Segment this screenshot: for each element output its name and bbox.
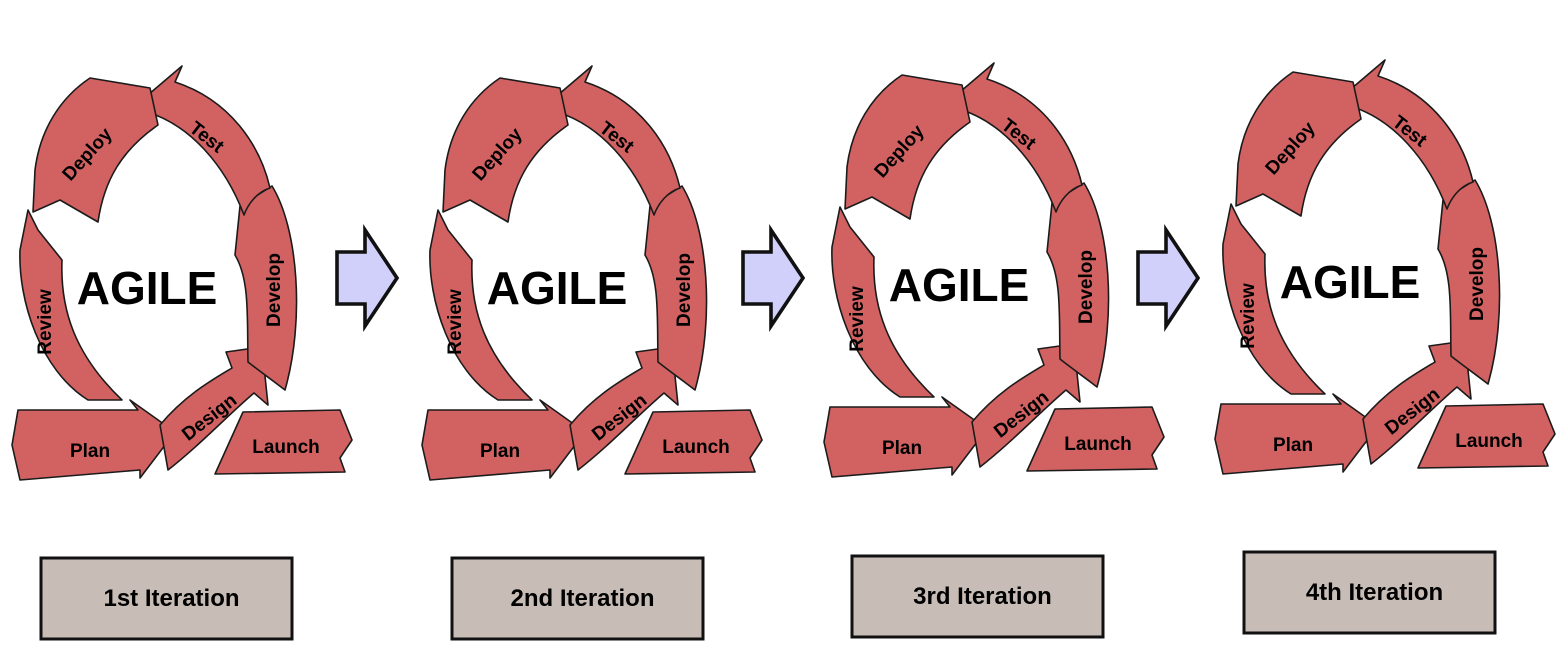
stage-arrow-test bbox=[1344, 59, 1474, 210]
stage-arrow-review bbox=[1222, 203, 1326, 395]
stage-label-review: Review bbox=[1238, 283, 1259, 349]
stage-label-review: Review bbox=[35, 289, 56, 355]
iteration-box-4: 4th Iteration bbox=[1242, 550, 1497, 635]
iteration-box-frame bbox=[850, 554, 1105, 639]
stage-label-plan: Plan bbox=[1273, 435, 1313, 456]
stage-arrow-launch bbox=[624, 409, 763, 475]
stage-arrow-plan bbox=[823, 396, 988, 478]
stage-arrow-develop bbox=[1437, 179, 1501, 385]
stage-arrow-plan bbox=[1214, 393, 1379, 475]
stage-arrow-design bbox=[569, 346, 679, 471]
agile-cycle-4: PlanDesignLaunchDevelopTestDeployReviewA… bbox=[1214, 59, 1556, 475]
stage-arrow-review bbox=[429, 209, 533, 401]
agile-center-label: AGILE bbox=[889, 259, 1030, 311]
stage-arrow-develop bbox=[1046, 182, 1110, 388]
iteration-label: 2nd Iteration bbox=[510, 585, 654, 612]
stage-arrow-design bbox=[971, 343, 1081, 468]
iteration-box-3: 3rd Iteration bbox=[850, 554, 1105, 639]
agile-center-label: AGILE bbox=[1280, 256, 1421, 308]
stage-arrow-design bbox=[1362, 340, 1472, 465]
iteration-box-2: 2nd Iteration bbox=[450, 556, 705, 641]
agile-cycle-1: PlanDesignLaunchDevelopTestDeployReviewA… bbox=[11, 65, 353, 481]
stage-arrow-review bbox=[831, 206, 935, 398]
stage-label-launch: Launch bbox=[1455, 431, 1523, 452]
stage-label-launch: Launch bbox=[252, 437, 320, 458]
stage-arrow-test bbox=[953, 62, 1083, 213]
iteration-label: 1st Iteration bbox=[103, 585, 239, 612]
iteration-label: 4th Iteration bbox=[1306, 579, 1443, 606]
iteration-box-frame bbox=[450, 556, 705, 641]
stage-label-review: Review bbox=[445, 289, 466, 355]
stage-label-develop: Develop bbox=[1467, 247, 1488, 321]
stage-arrow-deploy bbox=[844, 74, 971, 220]
stage-label-plan: Plan bbox=[882, 438, 922, 459]
stage-arrow-launch bbox=[1417, 403, 1556, 469]
stage-label-launch: Launch bbox=[1064, 434, 1132, 455]
stage-arrow-test bbox=[141, 65, 271, 216]
next-iteration-arrow-1 bbox=[335, 224, 400, 332]
stage-arrow-deploy bbox=[1235, 71, 1362, 217]
agile-cycle-2: PlanDesignLaunchDevelopTestDeployReviewA… bbox=[421, 65, 763, 481]
iteration-box-1: 1st Iteration bbox=[39, 556, 294, 641]
agile-center-label: AGILE bbox=[487, 262, 628, 314]
stage-arrow-deploy bbox=[442, 77, 569, 223]
stage-arrow-test bbox=[551, 65, 681, 216]
next-iteration-arrow-3 bbox=[1136, 224, 1201, 332]
stage-arrow-deploy bbox=[32, 77, 159, 223]
iteration-box-frame bbox=[39, 556, 294, 641]
stage-label-plan: Plan bbox=[480, 441, 520, 462]
stage-label-develop: Develop bbox=[264, 253, 285, 327]
agile-cycle-3: PlanDesignLaunchDevelopTestDeployReviewA… bbox=[823, 62, 1165, 478]
stage-arrow-plan bbox=[421, 399, 586, 481]
stage-arrow-launch bbox=[214, 409, 353, 475]
stage-label-launch: Launch bbox=[662, 437, 730, 458]
next-iteration-arrow-2 bbox=[741, 224, 806, 332]
stage-arrow-launch bbox=[1026, 406, 1165, 472]
stage-label-plan: Plan bbox=[70, 441, 110, 462]
stage-arrow-develop bbox=[234, 185, 298, 391]
stage-label-develop: Develop bbox=[674, 253, 695, 327]
agile-center-label: AGILE bbox=[77, 262, 218, 314]
iteration-box-frame bbox=[1242, 550, 1497, 635]
stage-label-review: Review bbox=[847, 286, 868, 352]
stage-label-develop: Develop bbox=[1076, 250, 1097, 324]
iteration-label: 3rd Iteration bbox=[913, 583, 1052, 610]
stage-arrow-review bbox=[19, 209, 123, 401]
stage-arrow-develop bbox=[644, 185, 708, 391]
stage-arrow-plan bbox=[11, 399, 176, 481]
stage-arrow-design bbox=[159, 346, 269, 471]
